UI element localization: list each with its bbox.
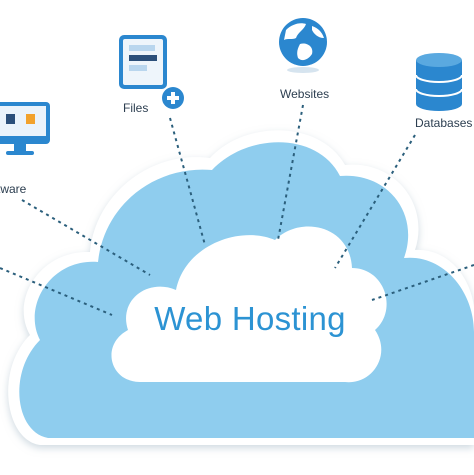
document-plus-icon <box>119 35 186 111</box>
monitor-icon <box>0 102 50 155</box>
connector-files <box>169 117 206 246</box>
inner-cloud <box>111 226 387 383</box>
connector-databases <box>334 134 416 269</box>
files-label: Files <box>123 101 149 115</box>
websites-label: Websites <box>280 87 330 101</box>
connectors <box>0 104 474 316</box>
globe-icon <box>279 18 327 73</box>
database-icon <box>415 53 463 111</box>
databases-label: Databases <box>415 116 473 130</box>
software-label: Software <box>0 182 27 196</box>
connector-websites <box>277 104 304 241</box>
diagram-title: Web Hosting <box>154 300 346 337</box>
